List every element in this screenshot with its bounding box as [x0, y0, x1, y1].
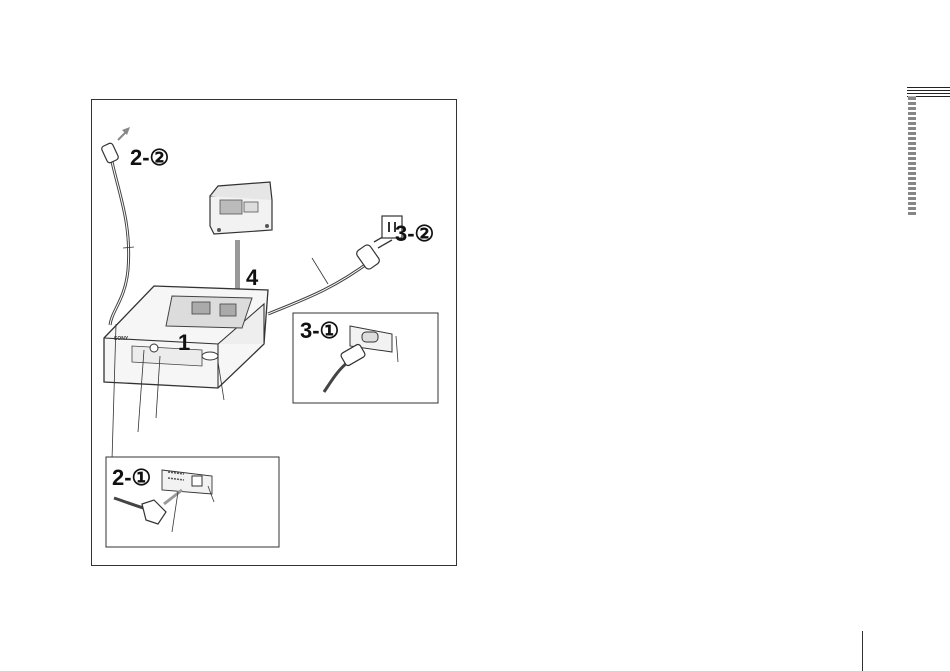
callout-step-2-1: 2-① [112, 465, 151, 490]
battery-pack-icon [210, 182, 272, 234]
callout-step-3-1: 3-① [300, 318, 339, 343]
diagram-figure-frame: SONY [91, 99, 457, 566]
callout-step-3-2: 3-② [395, 221, 434, 246]
ac-power-cord-icon [268, 260, 372, 314]
callout-step-2-2: 2-② [130, 145, 169, 170]
callout-step-1: 1 [178, 330, 190, 355]
dc-plug-top-icon [101, 127, 130, 164]
charger-connection-diagram: SONY [92, 100, 458, 567]
callout-step-4: 4 [246, 265, 259, 290]
brand-mark: SONY [114, 336, 129, 342]
dc-output-cable-icon [110, 152, 129, 325]
section-tab-text [908, 95, 916, 215]
section-tab-label [898, 100, 938, 220]
page-margin-rule [862, 631, 863, 671]
ac-plug-icon [355, 234, 392, 271]
